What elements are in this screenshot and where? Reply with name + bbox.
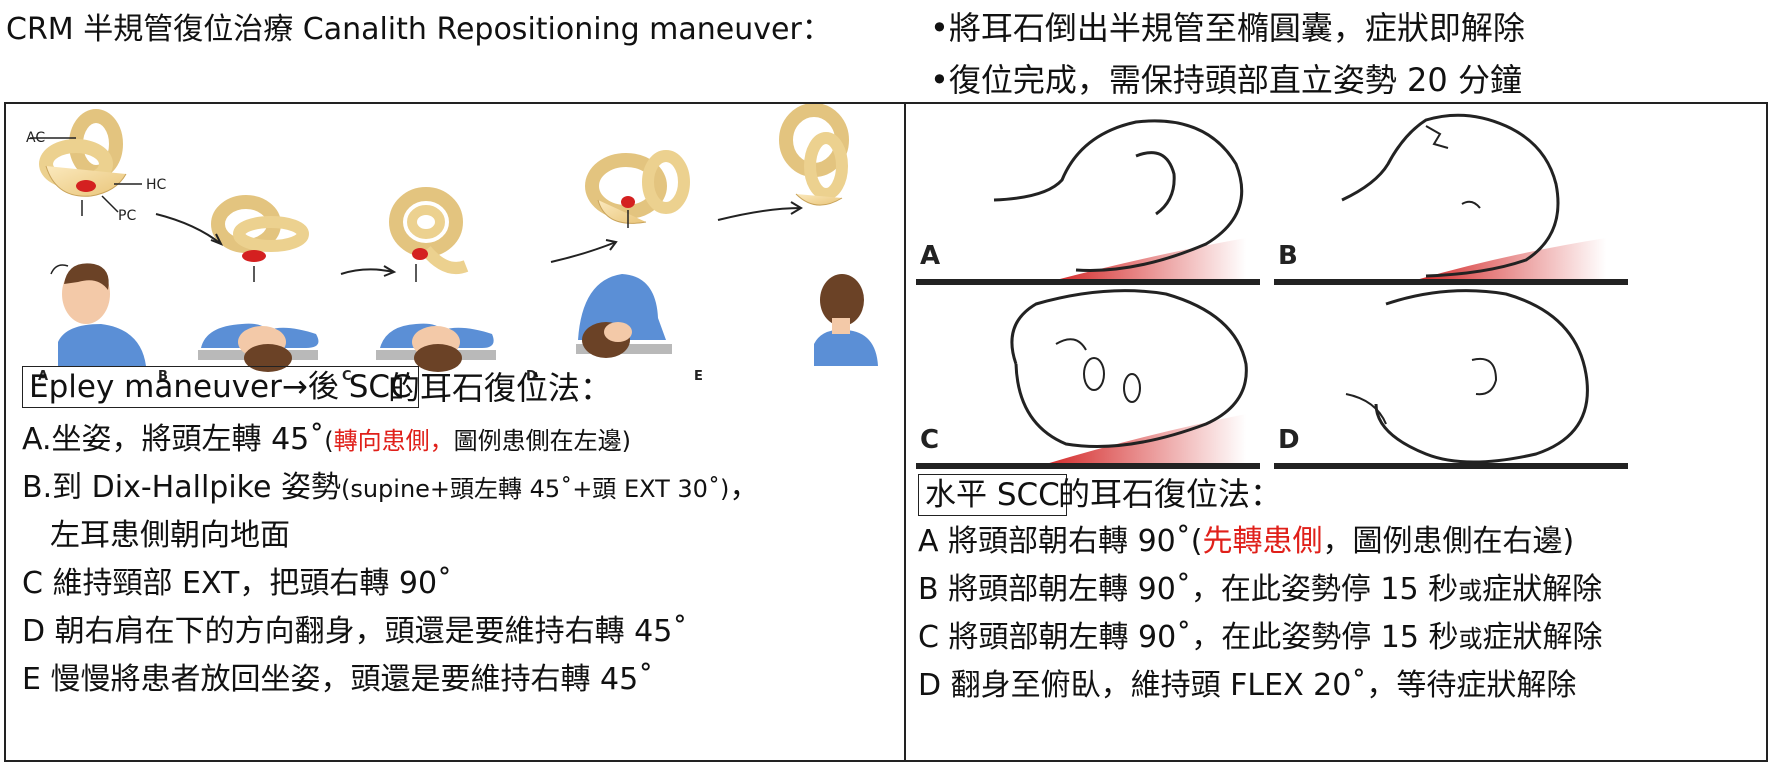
horizontal-scc-panel: A B C D 水平 SCC 的 xyxy=(904,102,1768,762)
otolith-cluster-b xyxy=(242,250,266,262)
epley-caption-suffix: 的耳石復位法： xyxy=(388,369,613,407)
otolith-cluster-d xyxy=(621,196,635,208)
patient-figure-d xyxy=(576,274,672,358)
label-pc: PC xyxy=(118,208,136,224)
epley-fig-letter-e: E xyxy=(694,369,703,384)
epley-step-b-continued: 左耳患側朝向地面 xyxy=(50,518,290,553)
sequence-arrows xyxy=(155,201,803,277)
inner-ear-canal-b xyxy=(211,195,309,262)
epley-step-list: A.坐姿，將頭左轉 45˚(轉向患側，圖例患側在左邊) B.到 Dix-Hall… xyxy=(22,416,759,704)
patient-figure-a xyxy=(50,263,146,366)
hscc-caption-boxed: 水平 SCC xyxy=(918,474,1067,516)
hscc-caption-suffix: 的耳石復位法： xyxy=(1058,475,1283,513)
epley-step-e: E 慢慢將患者放回坐姿，頭還是要維持右轉 45˚ xyxy=(22,662,654,697)
hscc-step-b: B 將頭部朝左轉 90˚，在此姿勢停 15 秒或症狀解除 xyxy=(918,572,1603,607)
epley-step-d: D 朝右肩在下的方向翻身，頭還是要維持右轉 45˚ xyxy=(22,614,688,649)
hscc-step-c: C 將頭部朝左轉 90˚，在此姿勢停 15 秒或症狀解除 xyxy=(918,620,1603,655)
pillow-a xyxy=(1056,238,1246,280)
epley-step-c: C 維持頸部 EXT，把頭右轉 90˚ xyxy=(22,566,453,601)
header-bullet-list: •將耳石倒出半規管至橢圓囊，症狀即解除 •復位完成，需保持頭部直立姿勢 20 分… xyxy=(930,2,1525,106)
epley-fig-letter-a: A xyxy=(38,369,48,384)
patient-figure-e xyxy=(814,274,878,366)
page-title: CRM 半規管復位治療 Canalith Repositioning maneu… xyxy=(6,12,832,47)
epley-fig-letter-d: D xyxy=(526,369,537,384)
epley-fig-letter-c: C xyxy=(342,369,352,384)
epley-step-a-highlight: 轉向患側， xyxy=(333,427,454,455)
head-position-a: A xyxy=(916,119,1260,285)
head-position-b: B xyxy=(1274,113,1628,285)
hscc-step-a-highlight: 先轉患側 xyxy=(1202,524,1323,559)
epley-panel: AC HC PC xyxy=(4,102,906,762)
hscc-step-list: A 將頭部朝右轉 90˚(先轉患側，圖例患側在右邊) B 將頭部朝左轉 90˚，… xyxy=(918,518,1602,710)
epley-fig-letter-b: B xyxy=(158,369,168,384)
hscc-fig-letter-b: B xyxy=(1278,241,1298,271)
head-position-d: D xyxy=(1274,289,1628,469)
pillow-c xyxy=(1046,414,1246,464)
epley-illustration: AC HC PC xyxy=(26,104,878,384)
otolith-cluster-a xyxy=(76,180,96,192)
head-position-c: C xyxy=(916,289,1260,469)
label-ac: AC xyxy=(26,130,45,146)
header-bullet-1: •將耳石倒出半規管至橢圓囊，症狀即解除 xyxy=(930,9,1525,47)
hscc-fig-letter-c: C xyxy=(920,425,939,455)
hscc-fig-letter-d: D xyxy=(1278,425,1300,455)
epley-step-a: A.坐姿，將頭左轉 45˚(轉向患側，圖例患側在左邊) xyxy=(22,422,631,457)
inner-ear-canal-e xyxy=(779,104,849,206)
horizontal-scc-illustration: A B C D xyxy=(916,113,1628,469)
inner-ear-canal-c xyxy=(389,187,469,274)
header-bullet-2: •復位完成，需保持頭部直立姿勢 20 分鐘 xyxy=(930,61,1522,99)
pillow-b xyxy=(1416,238,1606,280)
otolith-cluster-c xyxy=(412,248,428,260)
hscc-step-d: D 翻身至俯臥，維持頭 FLEX 20˚，等待症狀解除 xyxy=(918,668,1577,703)
epley-caption-boxed: Epley maneuver→後 SCC xyxy=(22,366,419,408)
epley-step-b: B.到 Dix-Hallpike 姿勢(supine+頭左轉 45˚+頭 EXT… xyxy=(22,470,760,505)
label-hc: HC xyxy=(146,177,167,193)
hscc-fig-letter-a: A xyxy=(920,241,940,271)
hscc-step-a: A 將頭部朝右轉 90˚(先轉患側，圖例患側在右邊) xyxy=(918,524,1575,559)
patient-figure-b xyxy=(198,323,319,372)
patient-figure-c xyxy=(376,323,496,372)
inner-ear-canal-d xyxy=(585,150,690,224)
